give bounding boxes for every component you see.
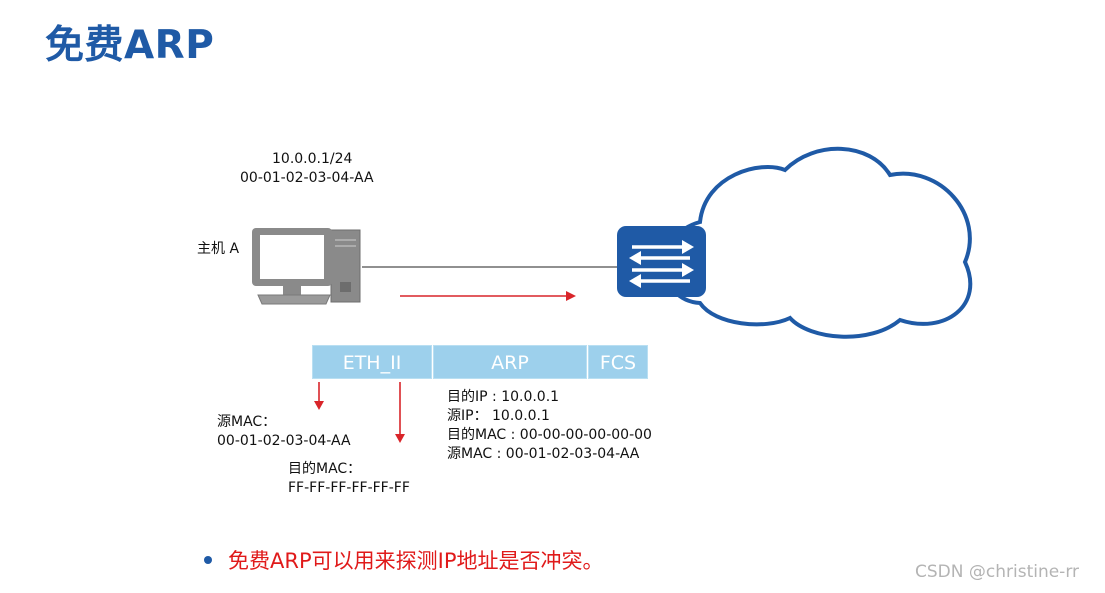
arp-target-ip: 目的IP : 10.0.0.1	[447, 389, 560, 405]
desktop-computer-icon	[252, 228, 361, 305]
host-ip-label: 10.0.0.1/24	[272, 151, 353, 167]
switch-icon	[617, 226, 706, 297]
dst-mac-label: 目的MAC：	[288, 461, 362, 477]
send-direction-arrow	[400, 291, 576, 301]
frame-segment-eth: ETH_II	[312, 345, 432, 379]
dst-mac-value: FF-FF-FF-FF-FF-FF	[288, 480, 410, 496]
frame-segment-arp: ARP	[433, 345, 587, 379]
src-mac-value: 00-01-02-03-04-AA	[217, 433, 351, 449]
host-mac-label: 00-01-02-03-04-AA	[240, 170, 374, 186]
bullet-text: 免费ARP可以用来探测IP地址是否冲突。	[228, 549, 604, 573]
src-mac-pointer-arrow	[314, 382, 324, 410]
dst-mac-pointer-arrow	[395, 382, 405, 443]
bullet-dot	[204, 556, 212, 564]
arp-sender-mac: 源MAC : 00-01-02-03-04-AA	[447, 446, 640, 462]
cloud-icon	[663, 146, 973, 339]
watermark: CSDN @christine-rr	[915, 562, 1079, 582]
src-mac-label: 源MAC：	[217, 414, 277, 430]
arp-target-mac: 目的MAC : 00-00-00-00-00-00	[447, 427, 652, 443]
host-name-label: 主机 A	[197, 241, 240, 257]
frame-segment-fcs: FCS	[588, 345, 648, 379]
arp-sender-ip: 源IP： 10.0.0.1	[447, 408, 550, 424]
page-title: 免费ARP	[45, 23, 215, 68]
